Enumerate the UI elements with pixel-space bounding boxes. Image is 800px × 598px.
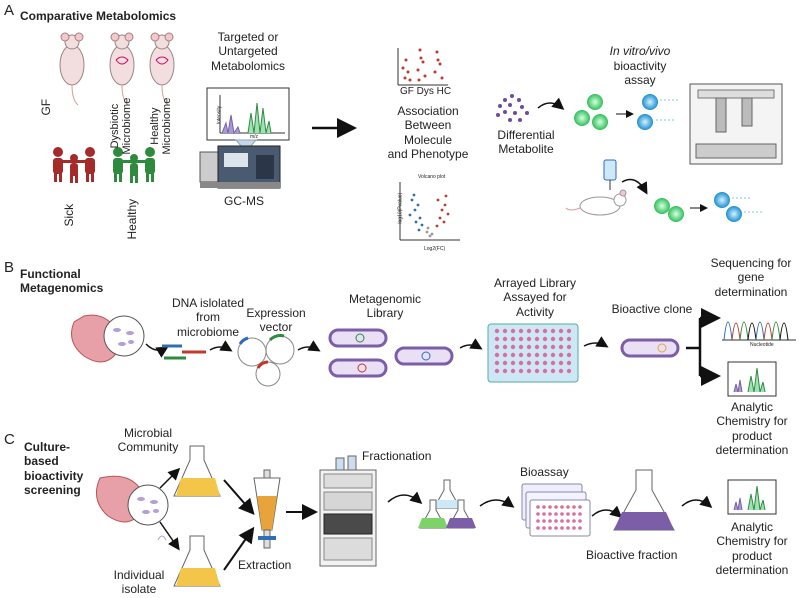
culture-flask-icon: [173, 445, 221, 497]
well-plate-icon: [487, 323, 579, 383]
label-metagenomic-library: Metagenomic Library: [348, 292, 422, 321]
panel-c-letter: C: [4, 431, 15, 448]
label-extraction: Extraction: [238, 558, 292, 572]
sick-people-icon: [53, 147, 95, 183]
label-healthy-microbiome: Healthy Microbiome: [148, 97, 173, 155]
mouse-icon: [109, 32, 135, 106]
sequencing-trace-icon: [722, 321, 796, 341]
bioassay-plates-icon: [521, 483, 591, 537]
gcms-instrument-icon: [199, 145, 281, 189]
hplc-instrument-icon: [319, 455, 377, 567]
panel-a-title: Comparative Metabolomics: [20, 9, 177, 23]
fraction-flasks-icon: [418, 479, 476, 529]
branch-arrows: [686, 308, 721, 386]
label-assay-italic: In vitro/vivo: [609, 44, 671, 58]
metabolite-cluster-icon: [496, 94, 529, 122]
chromatogram-icon: [727, 479, 777, 515]
bioactive-fraction-flask-icon: [613, 469, 675, 531]
label-gf: GF: [39, 98, 54, 116]
volcano-plot-icon: [399, 182, 460, 241]
volcano-title: Volcano plot: [418, 174, 446, 180]
chromatogram-icon: [206, 87, 290, 153]
sequencing-axis-label: Nucleotide: [750, 342, 774, 348]
dot-plot-groups-label: GF Dys HC: [400, 86, 452, 97]
volcano-x-label: Log2(FC): [424, 246, 446, 252]
label-healthy: Healthy: [125, 198, 140, 240]
chromatogram-icon: [727, 361, 777, 397]
label-metabolomics: Targeted or Untargeted Metabolomics: [210, 30, 286, 73]
culture-flask-icon: [173, 535, 221, 587]
label-dna-isolated: DNA islolated from microbiome: [171, 296, 245, 339]
cells-icon: [574, 94, 680, 130]
intestine-icon: [71, 314, 145, 363]
label-gcms: GC-MS: [224, 194, 264, 208]
cells-icon: [654, 192, 764, 222]
plasmid-icon: [237, 334, 295, 387]
label-arrayed-library: Arrayed Library Assayed for Activity: [493, 276, 577, 319]
panel-b-letter: B: [4, 259, 15, 276]
label-analytic-chemistry-c: Analytic Chemistry for product determina…: [715, 520, 789, 578]
bacteria-library-icon: [328, 328, 454, 378]
label-dysbiotic: Dysbiotic Microbiome: [108, 97, 133, 155]
healthy-people-icon: [113, 147, 155, 183]
chromatogram-y-label: Intensity: [216, 105, 223, 125]
chromatogram-x-label: m/z: [250, 134, 259, 140]
label-association: Association Between Molecule and Phenoty…: [387, 104, 469, 162]
dosing-bottle-icon: [603, 159, 617, 190]
label-microbial-community: Microbial Community: [117, 426, 179, 455]
dna-fragments-icon: [162, 344, 206, 360]
label-analytic-chemistry-b: Analytic Chemistry for product determina…: [715, 400, 789, 458]
panel-c-title: Culture- based bioactivity screening: [24, 440, 84, 498]
volcano-y-label: -log10(Pvalue): [397, 192, 404, 226]
mouse-icon: [149, 32, 175, 106]
label-bioactive-clone: Bioactive clone: [611, 302, 693, 316]
label-assay: bioactivity assay: [613, 59, 667, 88]
label-sequencing: Sequencing for gene determination: [710, 256, 792, 299]
label-sick: Sick: [62, 203, 77, 227]
panel-a-letter: A: [4, 2, 15, 19]
label-fractionation: Fractionation: [362, 449, 432, 463]
label-differential-metabolite: Differential Metabolite: [497, 128, 555, 157]
label-bioassay: Bioassay: [520, 465, 569, 479]
mouse-icon: [59, 32, 85, 106]
panel-b-title: Functional Metagenomics: [20, 267, 104, 296]
label-expression-vector: Expression vector: [246, 306, 306, 335]
lab-mouse-icon: [565, 189, 627, 216]
dot-plot-icon: [397, 48, 448, 86]
separatory-funnel-icon: [253, 469, 281, 549]
label-individual-isolate: Individual isolate: [113, 568, 165, 597]
label-bioactive-fraction: Bioactive fraction: [586, 548, 678, 562]
intestine-icon: [95, 475, 169, 541]
liquid-handler-robot-icon: [689, 83, 783, 165]
bioactive-clone-icon: [620, 338, 680, 358]
